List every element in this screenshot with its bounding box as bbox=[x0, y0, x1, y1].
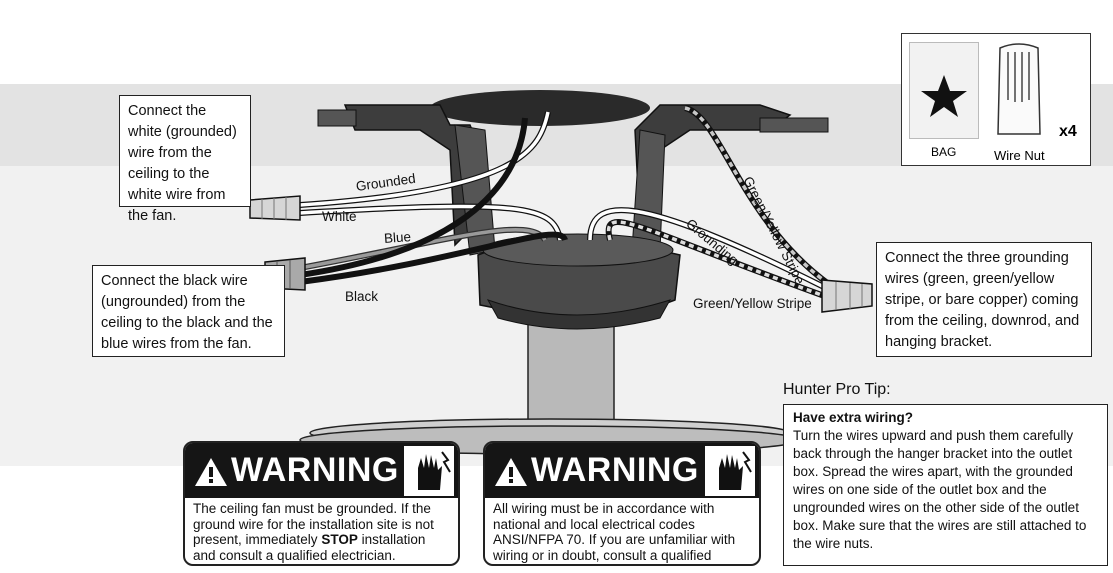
warning-codes: WARNING All wiring must be in accordance… bbox=[483, 441, 761, 566]
star-icon bbox=[921, 75, 967, 117]
warning-ground: WARNING The ceiling fan must be grounded… bbox=[183, 441, 460, 566]
callout-white-wire: Connect the white (grounded) wire from t… bbox=[119, 95, 251, 224]
wire-nut-graphic bbox=[992, 42, 1046, 142]
wires bbox=[299, 105, 832, 301]
hardware-panel: BAG Wire Nut x4 bbox=[901, 33, 1091, 166]
callout-black-wire: Connect the black wire (ungrounded) from… bbox=[92, 265, 285, 357]
pro-tip-box: Have extra wiring? Turn the wires upward… bbox=[783, 404, 1108, 566]
pro-tip-heading: Have extra wiring? bbox=[793, 410, 914, 425]
label-white: White bbox=[322, 209, 357, 224]
bag-graphic bbox=[909, 42, 979, 139]
wire-nut-ground bbox=[821, 279, 873, 313]
pro-tip-body: Turn the wires upward and push them care… bbox=[793, 428, 1087, 551]
electric-hand-icon bbox=[404, 446, 454, 496]
warning-triangle-icon bbox=[495, 458, 527, 486]
warning-text: The ceiling fan must be grounded. If the… bbox=[193, 501, 434, 563]
wire-nut-label: Wire Nut bbox=[994, 148, 1045, 163]
warning-text: All wiring must be in accordance with na… bbox=[493, 501, 736, 564]
black-wire-fan bbox=[299, 231, 568, 285]
downrod bbox=[527, 317, 615, 431]
warning-triangle-icon bbox=[195, 458, 227, 486]
label-green-yellow-bottom: Green/Yellow Stripe bbox=[693, 296, 812, 311]
label-blue: Blue bbox=[383, 229, 412, 246]
label-black: Black bbox=[345, 289, 379, 304]
warning-title: WARNING bbox=[231, 451, 399, 489]
wire-nut-quantity: x4 bbox=[1059, 123, 1077, 140]
electric-hand-icon bbox=[705, 446, 755, 496]
bag-label: BAG bbox=[931, 145, 957, 159]
wire-nut-white bbox=[249, 195, 301, 221]
ceiling-disc bbox=[430, 90, 650, 126]
pro-tip-title: Hunter Pro Tip: bbox=[783, 381, 891, 398]
wire-nut-icon bbox=[997, 43, 1041, 135]
warning-title: WARNING bbox=[531, 451, 699, 489]
black-wire bbox=[299, 117, 528, 278]
callout-grounding-wires: Connect the three grounding wires (green… bbox=[876, 242, 1092, 357]
